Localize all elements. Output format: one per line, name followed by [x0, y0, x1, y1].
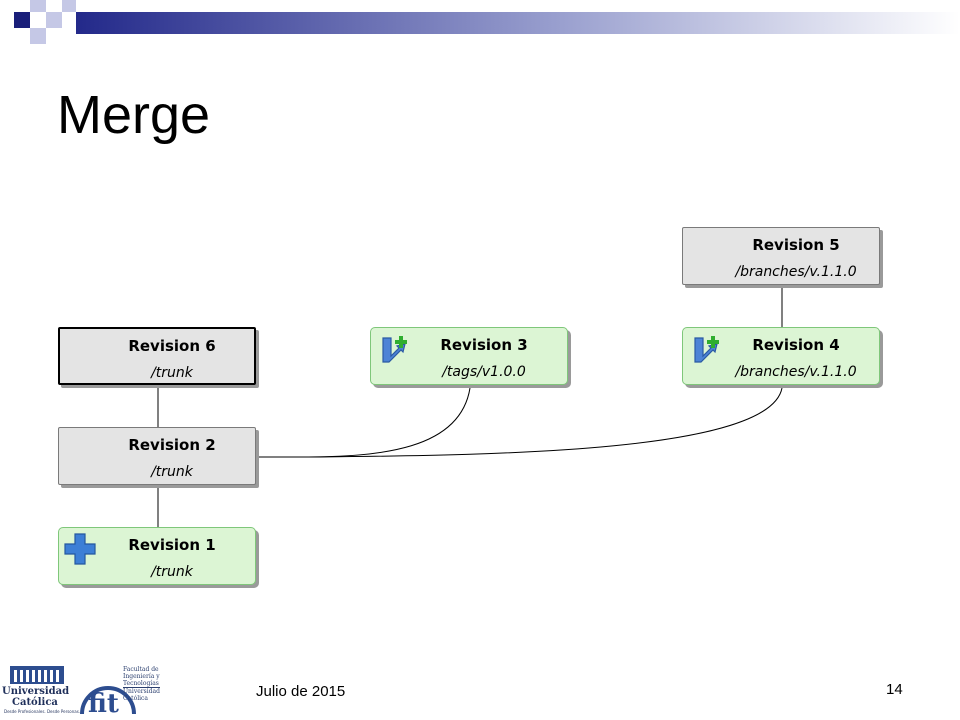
- revision-path: /tags/v1.0.0: [442, 364, 526, 380]
- faculty-name: Facultad de Ingeniería y Tecnologías Uni…: [123, 666, 160, 702]
- svg-text:fit: fit: [88, 689, 119, 718]
- revision-label: Revision 4: [752, 336, 840, 354]
- connector-r2-r3: [258, 387, 471, 458]
- university-tagline: Desde Profesionales. Desde Personas.: [4, 709, 81, 714]
- revision-node-5[interactable]: Revision 5 /branches/v.1.1.0: [682, 227, 880, 285]
- revision-path: /trunk: [151, 564, 193, 580]
- revision-label: Revision 1: [128, 536, 216, 554]
- revision-path: /branches/v.1.1.0: [735, 364, 857, 380]
- revision-node-2[interactable]: Revision 2 /trunk: [58, 427, 256, 485]
- revision-label: Revision 2: [128, 436, 216, 454]
- branch-add-icon: [382, 336, 407, 363]
- revision-node-4[interactable]: Revision 4 /branches/v.1.1.0: [682, 327, 880, 385]
- revision-label: Revision 6: [128, 337, 216, 355]
- revision-path: /trunk: [151, 464, 193, 480]
- fit-logo: fit: [80, 686, 136, 718]
- revision-node-1[interactable]: Revision 1 /trunk: [58, 527, 256, 585]
- revision-path: /branches/v.1.1.0: [735, 264, 857, 280]
- add-icon: [64, 533, 96, 565]
- revision-path: /trunk: [151, 365, 193, 381]
- header-decoration: [14, 0, 960, 44]
- footer-date: Julio de 2015: [256, 683, 346, 700]
- slide-number: 14: [886, 681, 903, 698]
- branch-add-icon: [694, 336, 719, 363]
- slide-title: Merge: [57, 85, 211, 145]
- revision-label: Revision 5: [752, 236, 840, 254]
- connector-r2-r4: [258, 387, 783, 458]
- university-name: Universidad Católica: [2, 686, 70, 708]
- revision-node-6[interactable]: Revision 6 /trunk: [58, 327, 256, 385]
- universidad-catolica-logo: [10, 666, 64, 684]
- revision-node-3[interactable]: Revision 3 /tags/v1.0.0: [370, 327, 568, 385]
- revision-label: Revision 3: [440, 336, 528, 354]
